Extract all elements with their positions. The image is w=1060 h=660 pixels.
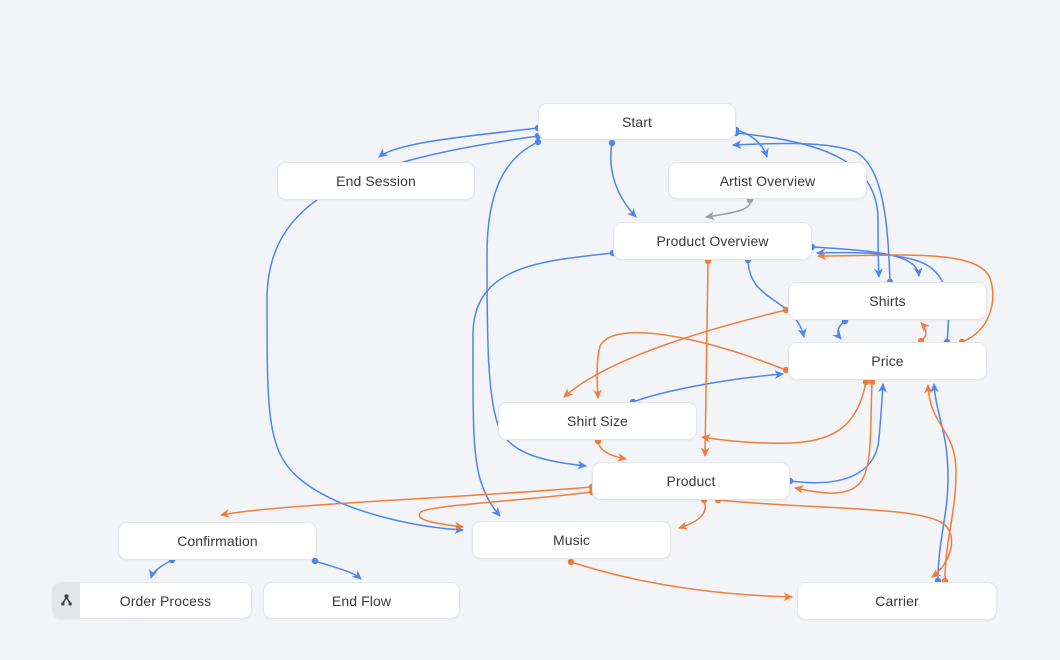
node-label: Music	[552, 532, 591, 548]
node-artist-overview[interactable]: Artist Overview	[668, 162, 867, 199]
node-confirmation[interactable]: Confirmation	[118, 522, 317, 560]
node-carrier[interactable]: Carrier	[797, 582, 997, 620]
node-label: Confirmation	[177, 533, 258, 549]
edge-product-to-music	[677, 499, 706, 530]
edge-price-to-shirts	[920, 322, 931, 342]
edge-shirts-to-shirt-size	[563, 309, 787, 398]
edge-shirts-to-price	[832, 320, 846, 340]
edge-price-to-shirt-size	[700, 381, 867, 444]
edge-confirmation-to-end-flow	[314, 560, 362, 580]
edge-start-to-product-overview	[610, 142, 637, 218]
edge-source-dot	[534, 138, 542, 146]
node-label: Start	[621, 113, 653, 130]
flow-branch-icon-block	[53, 583, 80, 618]
node-label: Carrier	[875, 593, 919, 609]
edge-product-to-confirmation	[219, 486, 593, 518]
node-start[interactable]: Start	[538, 103, 736, 140]
node-music[interactable]: Music	[472, 521, 671, 559]
node-label: Product	[666, 473, 716, 489]
node-end-session[interactable]: End Session	[277, 162, 475, 200]
node-label: Shirt Size	[567, 413, 628, 429]
node-label: Order Process	[119, 592, 212, 609]
edge-product-overview-to-product	[700, 260, 710, 458]
edge-carrier-to-price	[930, 382, 949, 582]
edge-product-to-price	[789, 382, 887, 484]
node-shirts[interactable]: Shirts	[788, 282, 987, 320]
edge-start-to-artist-overview	[735, 129, 769, 158]
edge-shirt-size-to-price	[632, 370, 785, 403]
node-price[interactable]: Price	[788, 342, 987, 380]
node-label: End Session	[336, 173, 416, 189]
edge-price-to-product	[793, 381, 873, 494]
node-label: Product Overview	[656, 233, 769, 249]
node-shirt-size[interactable]: Shirt Size	[498, 402, 697, 440]
edge-artist-overview-to-product-overview	[704, 199, 751, 221]
edge-music-to-carrier	[570, 561, 794, 602]
edge-source-dot	[608, 139, 616, 147]
edge-product-to-carrier	[717, 499, 953, 578]
edge-carrier-to-price	[923, 383, 957, 582]
node-end-flow[interactable]: End Flow	[263, 582, 460, 619]
node-product-overview[interactable]: Product Overview	[613, 222, 812, 260]
node-label: End Flow	[331, 592, 392, 609]
edge-start-to-end-session	[378, 127, 539, 158]
node-label: Artist Overview	[719, 172, 816, 189]
node-product[interactable]: Product	[592, 462, 790, 500]
node-order-process[interactable]: Order Process	[52, 582, 252, 619]
node-label: Price	[871, 353, 904, 369]
edge-price-to-shirt-size	[593, 331, 787, 400]
edge-confirmation-to-order-process	[149, 559, 173, 580]
edge-source-dot	[567, 558, 575, 566]
edge-product-overview-to-shirts	[811, 246, 923, 278]
flow-branch-icon	[60, 594, 72, 606]
node-label: Shirts	[869, 293, 906, 309]
edge-shirt-size-to-product	[597, 440, 628, 462]
